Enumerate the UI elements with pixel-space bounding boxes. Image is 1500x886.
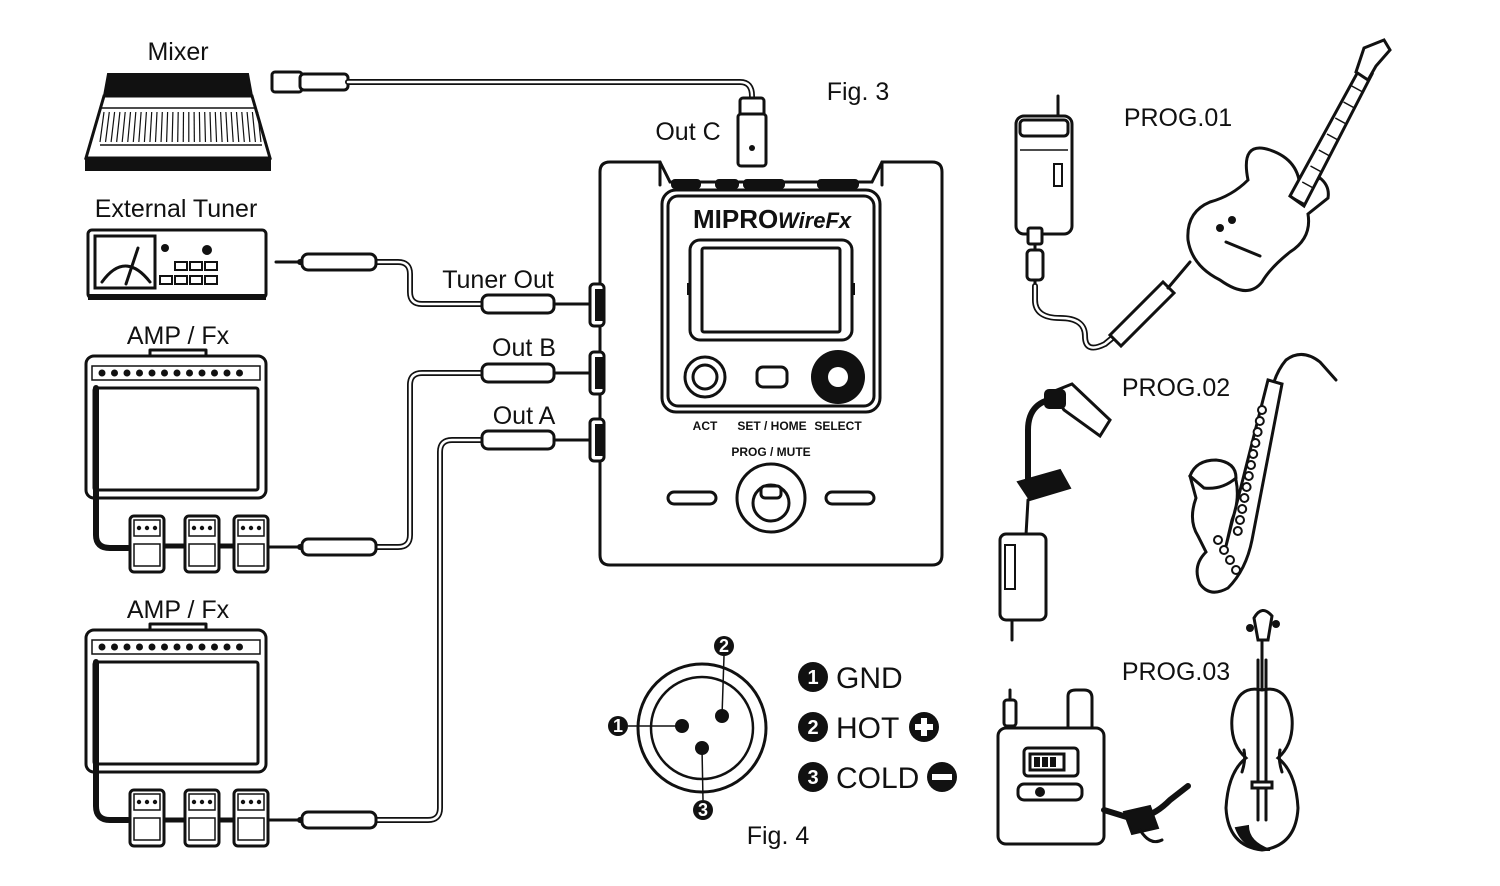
lcd-screen bbox=[700, 246, 842, 334]
set-home-button[interactable] bbox=[755, 365, 789, 389]
pin3-marker: 3 bbox=[693, 800, 713, 820]
prog01-label: PROG.01 bbox=[1124, 104, 1232, 132]
pin1-marker: 1 bbox=[608, 716, 628, 736]
brand-logo: MIPRO bbox=[693, 204, 778, 234]
out-c-label: Out C bbox=[655, 118, 720, 146]
prog02-label: PROG.02 bbox=[1122, 374, 1230, 402]
prog02-saxophone-setup: PROG.02 bbox=[998, 353, 1338, 642]
amp-fx-2: AMP / Fx bbox=[84, 596, 270, 848]
prog03-violin-setup: PROG.03 bbox=[996, 609, 1300, 852]
amp-fx-1: AMP / Fx bbox=[84, 322, 270, 574]
svg-text:2: 2 bbox=[719, 636, 729, 656]
legend-hot: 2 HOT bbox=[798, 712, 939, 745]
select-knob[interactable] bbox=[811, 350, 865, 404]
prog-mute-footswitch[interactable] bbox=[735, 462, 807, 534]
svg-text:1: 1 bbox=[613, 716, 623, 736]
external-tuner-device: External Tuner bbox=[86, 195, 268, 300]
act-button[interactable] bbox=[683, 355, 727, 399]
legend-cold: 3 COLD bbox=[798, 762, 957, 795]
svg-text:3: 3 bbox=[807, 767, 818, 789]
mixer-device: Mixer bbox=[84, 38, 272, 171]
fig3-label: Fig. 3 bbox=[827, 78, 890, 106]
out-b-cable: Out B bbox=[266, 334, 592, 557]
mixer-label: Mixer bbox=[147, 38, 208, 66]
tuner-out-cable: Tuner Out bbox=[274, 252, 592, 315]
legend-gnd: 1 GND bbox=[798, 662, 903, 695]
prog03-label: PROG.03 bbox=[1122, 658, 1230, 686]
act-label: ACT bbox=[693, 419, 718, 433]
pin2-marker: 2 bbox=[714, 636, 734, 656]
minus-icon bbox=[927, 762, 957, 792]
out-b-label: Out B bbox=[492, 334, 556, 362]
tuner-out-label: Tuner Out bbox=[442, 266, 554, 294]
svg-text:HOT: HOT bbox=[836, 712, 899, 745]
plus-icon bbox=[909, 712, 939, 742]
svg-text:GND: GND bbox=[836, 662, 903, 695]
svg-text:3: 3 bbox=[698, 800, 708, 820]
out-c-cable bbox=[270, 70, 768, 168]
fig4-label: Fig. 4 bbox=[747, 822, 810, 850]
amp-fx-2-label: AMP / Fx bbox=[127, 596, 230, 624]
prog-mute-label: PROG / MUTE bbox=[731, 445, 810, 459]
model-logo: WireFx bbox=[778, 208, 852, 233]
xlr-connector-diagram: 1 2 3 1 GND 2 HOT 3 bbox=[608, 636, 957, 850]
amp-fx-1-label: AMP / Fx bbox=[127, 322, 230, 350]
svg-text:1: 1 bbox=[807, 667, 818, 689]
external-tuner-label: External Tuner bbox=[95, 195, 258, 223]
prog01-guitar-setup: PROG.01 bbox=[1014, 38, 1392, 351]
wirefx-unit: Out C Fig. 3 MIPRO WireFx bbox=[588, 78, 944, 567]
svg-text:2: 2 bbox=[807, 717, 818, 739]
set-home-label: SET / HOME bbox=[737, 419, 806, 433]
svg-text:COLD: COLD bbox=[836, 762, 919, 795]
out-a-label: Out A bbox=[493, 402, 556, 430]
out-a-cable: Out A bbox=[266, 402, 592, 830]
select-label: SELECT bbox=[814, 419, 862, 433]
